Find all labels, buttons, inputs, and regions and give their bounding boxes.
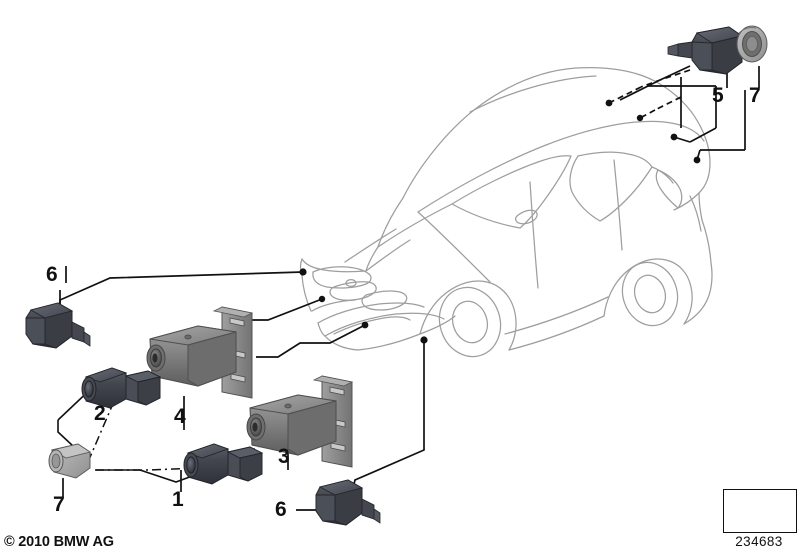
part-5-ultrasonic-sensor-rear	[667, 26, 744, 75]
callout-6-lower: 6	[275, 498, 287, 521]
mount-dot-front-3	[361, 321, 369, 329]
callout-7-front: 7	[53, 493, 65, 516]
part-number-label: 234683	[735, 534, 783, 549]
part-3-sensor-bracket-lower	[246, 375, 354, 468]
mount-dot-rear-1	[605, 99, 613, 107]
mount-point-dots	[299, 99, 701, 344]
callout-3: 3	[278, 445, 290, 468]
callout-4: 4	[174, 405, 186, 428]
mount-dot-front-1	[299, 268, 307, 276]
callout-6-left: 6	[46, 263, 58, 286]
callout-1: 1	[172, 488, 184, 511]
callout-5: 5	[712, 84, 724, 107]
part-2-ultrasonic-sensor	[81, 367, 162, 409]
part-7-sealing-grommet-rear	[736, 25, 768, 63]
part-number-box	[723, 489, 797, 533]
part-1-ultrasonic-sensor	[183, 443, 264, 485]
leader-lines-front	[59, 66, 760, 511]
mount-dot-rear-2	[636, 114, 644, 122]
part-4-sensor-bracket-upper	[146, 306, 254, 399]
mount-dot-rear-4	[693, 156, 701, 164]
mount-dot-front-2	[318, 295, 326, 303]
mount-dot-rear-3	[670, 133, 678, 141]
part-6-ultrasonic-sensor-lower	[315, 479, 381, 526]
mount-dot-front-4	[420, 336, 428, 344]
leader-lines-rear	[608, 65, 746, 161]
callout-7-rear: 7	[749, 84, 761, 107]
copyright-notice: © 2010 BMW AG	[4, 534, 114, 550]
vehicle-outline	[299, 67, 713, 358]
callout-2: 2	[94, 402, 106, 425]
part-6-ultrasonic-sensor-left	[25, 302, 91, 349]
part-7-sealing-grommet-front	[48, 443, 92, 479]
